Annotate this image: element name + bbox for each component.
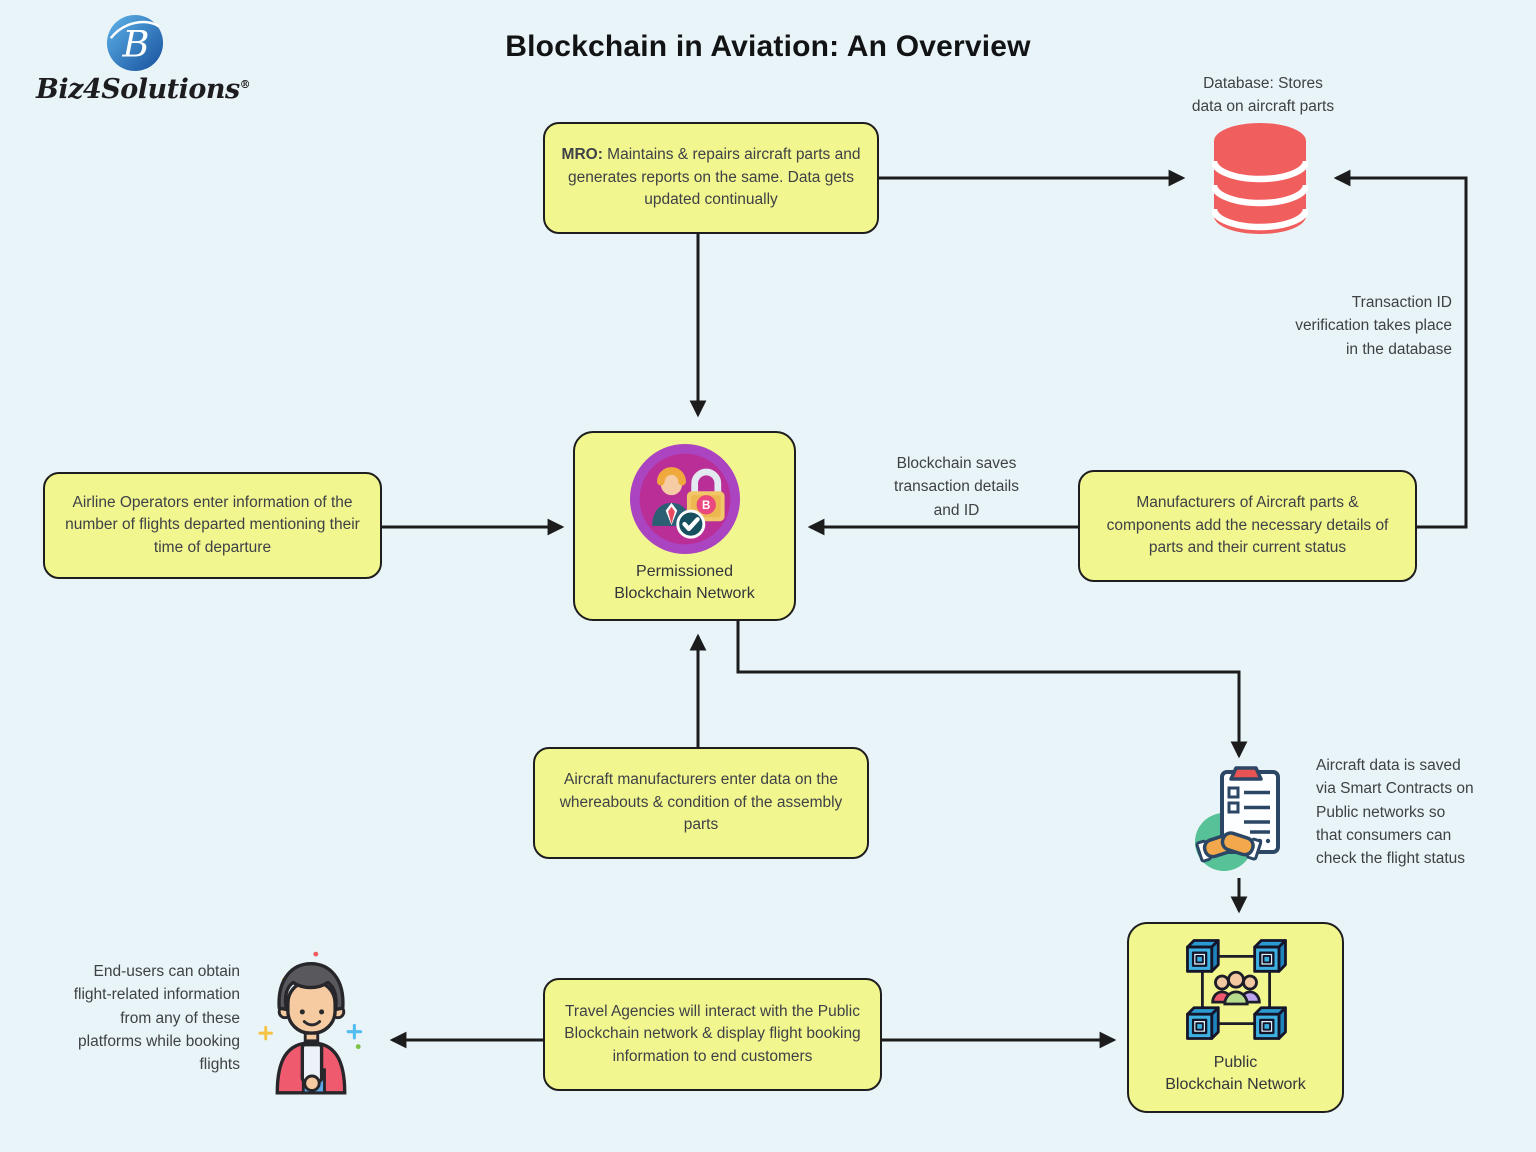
- aircraft-manufacturers-box: Aircraft manufacturers enter data on the…: [533, 747, 869, 859]
- airline-operators-box: Airline Operators enter information of t…: [43, 472, 382, 579]
- aircraft-manufacturers-text: Aircraft manufacturers enter data on the…: [559, 771, 843, 834]
- public-network-icon: [1185, 939, 1287, 1040]
- travel-agencies-box: Travel Agencies will interact with the P…: [543, 978, 882, 1091]
- public-network-label: Public Blockchain Network: [1165, 1054, 1306, 1094]
- svg-text:B: B: [121, 23, 149, 66]
- database-label: Database: Stores data on aircraft parts: [1191, 75, 1335, 116]
- permissioned-network-node: B Permissioned Blockchain Network: [573, 431, 796, 621]
- permissioned-network-label: Permissioned Blockchain Network: [614, 563, 755, 603]
- svg-text:B: B: [702, 500, 710, 512]
- travel-agencies-text: Travel Agencies will interact with the P…: [564, 1002, 861, 1065]
- blockchain-saves-note: Blockchain saves transaction details and…: [894, 455, 1019, 519]
- mro-text: MRO: Maintains & repairs aircraft parts …: [561, 146, 861, 209]
- smart-contracts-note: Aircraft data is saved via Smart Contrac…: [1316, 757, 1474, 867]
- airline-operators-text: Airline Operators enter information of t…: [65, 493, 360, 556]
- manufacturers-box: Manufacturers of Aircraft parts & compon…: [1078, 470, 1417, 582]
- end-user-icon: [258, 951, 363, 1095]
- logo-wordmark: Biz4Solutions®: [36, 74, 251, 105]
- database-icon: [1212, 123, 1308, 234]
- public-network-node: Public Blockchain Network: [1127, 922, 1344, 1113]
- logo-globe-icon: B: [106, 14, 164, 72]
- end-users-note: End-users can obtain flight-related info…: [73, 963, 240, 1073]
- brand-logo: B Biz4Solutions®: [36, 14, 286, 105]
- arrow-manufacturers-to-database: [1333, 169, 1468, 529]
- arrow-permissioned-to-smartcontract: [736, 621, 1248, 759]
- manufacturers-text: Manufacturers of Aircraft parts & compon…: [1106, 494, 1389, 557]
- page-title: Blockchain in Aviation: An Overview: [505, 30, 1031, 63]
- permissioned-network-icon: B: [629, 443, 740, 555]
- transaction-verification-note: Transaction ID verification takes place …: [1295, 294, 1452, 358]
- mro-box: MRO: Maintains & repairs aircraft parts …: [543, 122, 879, 234]
- smart-contract-icon: [1195, 766, 1280, 871]
